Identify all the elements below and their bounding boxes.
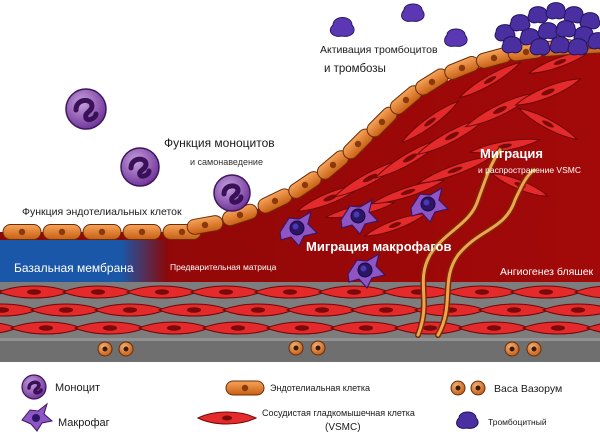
endothelial-cell — [82, 224, 122, 240]
endothelial-cell — [42, 224, 82, 240]
macrophage-cell — [279, 210, 319, 248]
free-platelets — [329, 3, 468, 47]
legend-monocyte-icon — [21, 374, 47, 400]
migration-sub-label: и распространение VSMC — [478, 165, 581, 175]
basal-membrane-label: Базальная мембрана — [14, 261, 134, 275]
plaque-vsmc-cell — [400, 100, 460, 144]
lumen-monocytes — [65, 88, 251, 212]
platelet — [501, 36, 523, 54]
plaque-vsmc-cell — [370, 179, 446, 205]
macrophage-cell — [340, 198, 380, 236]
legend-macrophage-label: Макрофаг — [58, 417, 110, 429]
legend-platelet: Тромбоцитный — [456, 411, 547, 429]
legend-monocyte-label: Моноцит — [55, 382, 100, 394]
platelet-activation-label-2: и тромбозы — [324, 63, 386, 75]
macrophage-cell — [347, 252, 387, 290]
plaque-vsmc-cell — [517, 107, 579, 141]
media-vsmc-cell — [349, 303, 423, 317]
platelet — [567, 38, 589, 56]
diagram-labels: Активация тромбоцитов и тромбозы Функция… — [14, 44, 594, 278]
media-vsmc-cell — [541, 303, 600, 317]
media-vsmc-cell — [393, 321, 467, 335]
endothelial-function-label: Функция эндотелиальных клеток — [22, 206, 182, 218]
migration-label: Миграция — [480, 146, 543, 161]
legend-macrophage: Макрофаг — [21, 402, 110, 432]
legend-platelet-label: Тромбоцитный — [488, 417, 547, 427]
plaque-macrophages — [279, 186, 450, 290]
legend-platelet-icon — [456, 411, 479, 429]
platelet — [537, 22, 559, 40]
legend-vsmc-label-2: (VSMC) — [325, 422, 361, 433]
legend-vasa-vasorum: Васа Вазорум — [450, 380, 562, 396]
media-vsmc-cell — [573, 285, 600, 299]
platelet — [549, 36, 571, 54]
legend-monocyte: Моноцит — [21, 374, 100, 400]
platelet-activation-label: Активация тромбоцитов — [320, 44, 438, 56]
media-vsmc-cell — [221, 303, 295, 317]
legend: Моноцит Макрофаг Эндотелиальная клетка С… — [21, 374, 562, 433]
plaque-vsmc-cell — [514, 78, 582, 106]
platelet — [527, 6, 549, 24]
macrophage-cell — [410, 186, 450, 224]
platelet — [529, 38, 551, 56]
platelet — [587, 32, 600, 50]
plaque-vsmc-cell — [458, 61, 522, 99]
platelet-thrombus — [494, 2, 600, 56]
angiogenesis-label: Ангиогенез бляшек — [500, 266, 594, 278]
monocyte-cell — [213, 174, 251, 212]
media-vsmc-cell — [585, 323, 600, 333]
plaque-vsmc-cells — [296, 50, 593, 237]
legend-endothelial-label: Эндотелиальная клетка — [270, 383, 370, 393]
platelet — [545, 2, 567, 20]
legend-endothelial: Эндотелиальная клетка — [225, 380, 370, 396]
legend-vsmc-label: Сосудистая гладкомышечная клетка — [262, 408, 415, 418]
media-vsmc-cell — [445, 285, 519, 299]
monocyte-function-label: Функция моноцитов — [164, 136, 275, 150]
basal-membrane-band — [0, 240, 168, 290]
monocyte-function-label-2: и самонаведение — [190, 157, 263, 167]
plaque-vsmc-cell — [468, 138, 542, 154]
endothelial-cell — [122, 224, 162, 240]
media-vsmc-cell — [73, 321, 147, 335]
media-vsmc-cell — [317, 285, 391, 299]
legend-vsmc: Сосудистая гладкомышечная клетка (VSMC) — [196, 408, 415, 433]
vasa-vasorum-group — [97, 340, 542, 357]
legend-vasa-label: Васа Вазорум — [494, 383, 562, 395]
endothelial-cell — [2, 224, 42, 240]
media-vsmc-cells — [0, 285, 600, 335]
media-vsmc-cell — [201, 321, 275, 335]
plaque-region — [0, 40, 600, 290]
endothelial-cell — [186, 215, 224, 235]
plaque-vsmc-cell — [416, 156, 494, 184]
media-vsmc-cell — [285, 303, 359, 317]
macrophage-migration-label: Миграция макрофагов — [306, 239, 451, 254]
provisional-matrix-label: Предварительная матрица — [170, 262, 277, 272]
monocyte-cell — [120, 147, 160, 187]
plaque-angiogenesis-vessels — [415, 147, 537, 338]
platelet — [555, 20, 577, 38]
media-vsmc-cell — [93, 303, 167, 317]
monocyte-cell — [65, 88, 107, 130]
